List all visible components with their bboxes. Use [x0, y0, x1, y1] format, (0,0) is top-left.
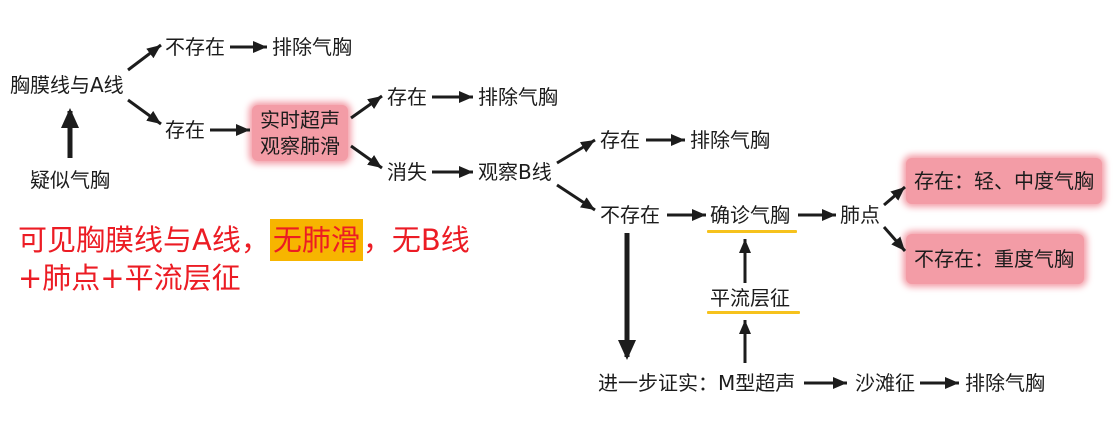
node-stratosphere-sign: 平流层征 [710, 286, 790, 310]
arrow-pleural-to-present [127, 98, 162, 126]
arrow-pleural-to-absent [127, 43, 162, 72]
node-exclude-pneumothorax-1: 排除气胸 [272, 35, 352, 59]
node-seashore-sign: 沙滩征 [855, 371, 915, 395]
annotation-line-2: +肺点+平流层征 [18, 261, 241, 295]
box-line-realtime-ultrasound: 实时超声 [260, 108, 340, 132]
node-observe-b-lines: 观察B线 [478, 160, 552, 184]
annotation-line-1: 可见胸膜线与A线，无肺滑，无B线 [18, 219, 470, 261]
arrow-lung-point-to-absent [882, 226, 907, 252]
node-b-lines-present: 存在 [600, 128, 640, 152]
node-a-lines-absent: 不存在 [165, 35, 225, 59]
arrow-b-lines-to-present [556, 138, 596, 165]
box-line-observe-lung-sliding: 观察肺滑 [260, 134, 340, 158]
confirm-underline [707, 230, 797, 233]
annotation-line1-before: 可见胸膜线与A线， [18, 223, 270, 257]
node-pleural-a-lines: 胸膜线与A线 [10, 73, 124, 97]
arrow-sliding-to-present [350, 94, 383, 120]
node-lung-point: 肺点 [840, 203, 880, 227]
node-m-mode-confirm: 进一步证实：M型超声 [598, 371, 796, 395]
arrow-b-lines-to-absent [556, 183, 596, 212]
node-suspected-pneumothorax: 疑似气胸 [30, 168, 110, 192]
arrow-sliding-to-absent [350, 144, 383, 170]
node-exclude-pneumothorax-3: 排除气胸 [690, 128, 770, 152]
node-sliding-present: 存在 [387, 85, 427, 109]
annotation-highlight: 无肺滑 [269, 219, 363, 261]
node-exclude-pneumothorax-2: 排除气胸 [478, 85, 558, 109]
node-b-lines-absent: 不存在 [600, 203, 660, 227]
box-lung-point-present: 存在：轻、中度气胸 [906, 158, 1102, 204]
arrow-lung-point-to-present [883, 185, 906, 207]
node-a-lines-present: 存在 [165, 118, 205, 142]
node-sliding-absent: 消失 [387, 160, 427, 184]
stratosphere-underline [707, 311, 800, 314]
annotation-line1-after: ，无B线 [362, 223, 470, 257]
node-exclude-pneumothorax-4: 排除气胸 [965, 371, 1045, 395]
box-realtime-ultrasound-lung-sliding: 实时超声 观察肺滑 [252, 105, 348, 161]
box-lung-point-absent: 不存在：重度气胸 [906, 234, 1084, 284]
node-confirm-pneumothorax: 确诊气胸 [710, 203, 790, 227]
